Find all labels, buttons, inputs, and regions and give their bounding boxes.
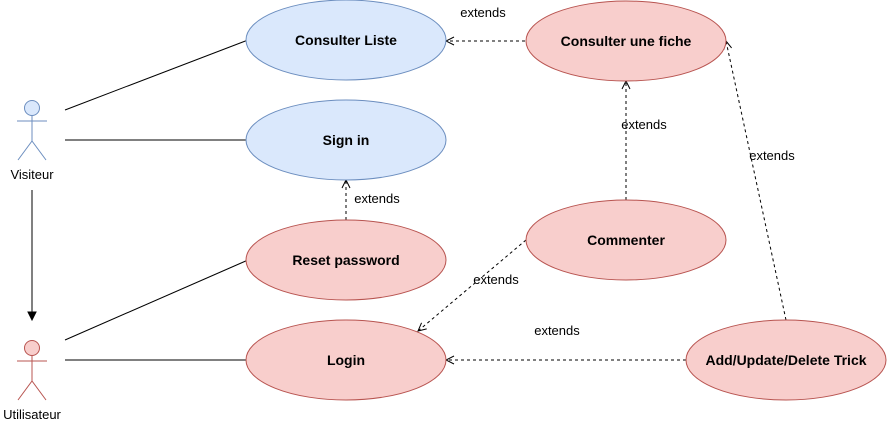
use-case-label: Commenter: [587, 232, 665, 248]
extends-label-trick-to-login: extends: [534, 323, 580, 338]
use-case-reset-password[interactable]: Reset password: [245, 219, 447, 301]
extends-label-reset-to-signin: extends: [354, 191, 400, 206]
use-case-add-update-delete-trick[interactable]: Add/Update/Delete Trick: [685, 319, 887, 401]
use-case-label: Reset password: [292, 252, 399, 268]
use-case-label: Sign in: [323, 132, 370, 148]
use-case-commenter[interactable]: Commenter: [525, 199, 727, 281]
use-case-consulter-liste[interactable]: Consulter Liste: [245, 0, 447, 81]
extends-arrow-trick-to-fiche: [726, 41, 787, 321]
use-case-login[interactable]: Login: [245, 319, 447, 401]
use-case-label: Login: [327, 352, 365, 368]
stick-figure-icon: [17, 340, 47, 401]
extends-label-commenter-to-login: extends: [473, 272, 519, 287]
actor-label: Visiteur: [10, 167, 54, 182]
use-case-consulter-fiche[interactable]: Consulter une fiche: [525, 0, 727, 82]
actor-visiteur[interactable]: Visiteur: [10, 100, 54, 183]
actor-utilisateur[interactable]: Utilisateur: [3, 340, 62, 423]
use-case-label: Consulter Liste: [295, 32, 397, 48]
actor-label: Utilisateur: [3, 407, 61, 422]
association-visiteur-consulter-liste: [64, 39, 249, 111]
extends-label-fiche-to-liste: extends: [460, 5, 506, 20]
extends-label-trick-to-fiche: extends: [749, 148, 795, 163]
use-case-label: Consulter une fiche: [561, 33, 692, 49]
use-case-sign-in[interactable]: Sign in: [245, 99, 447, 181]
extends-label-commenter-to-fiche: extends: [621, 117, 667, 132]
association-utilisateur-reset-password: [64, 259, 249, 341]
stick-figure-icon: [17, 100, 47, 161]
use-case-label: Add/Update/Delete Trick: [705, 352, 866, 368]
